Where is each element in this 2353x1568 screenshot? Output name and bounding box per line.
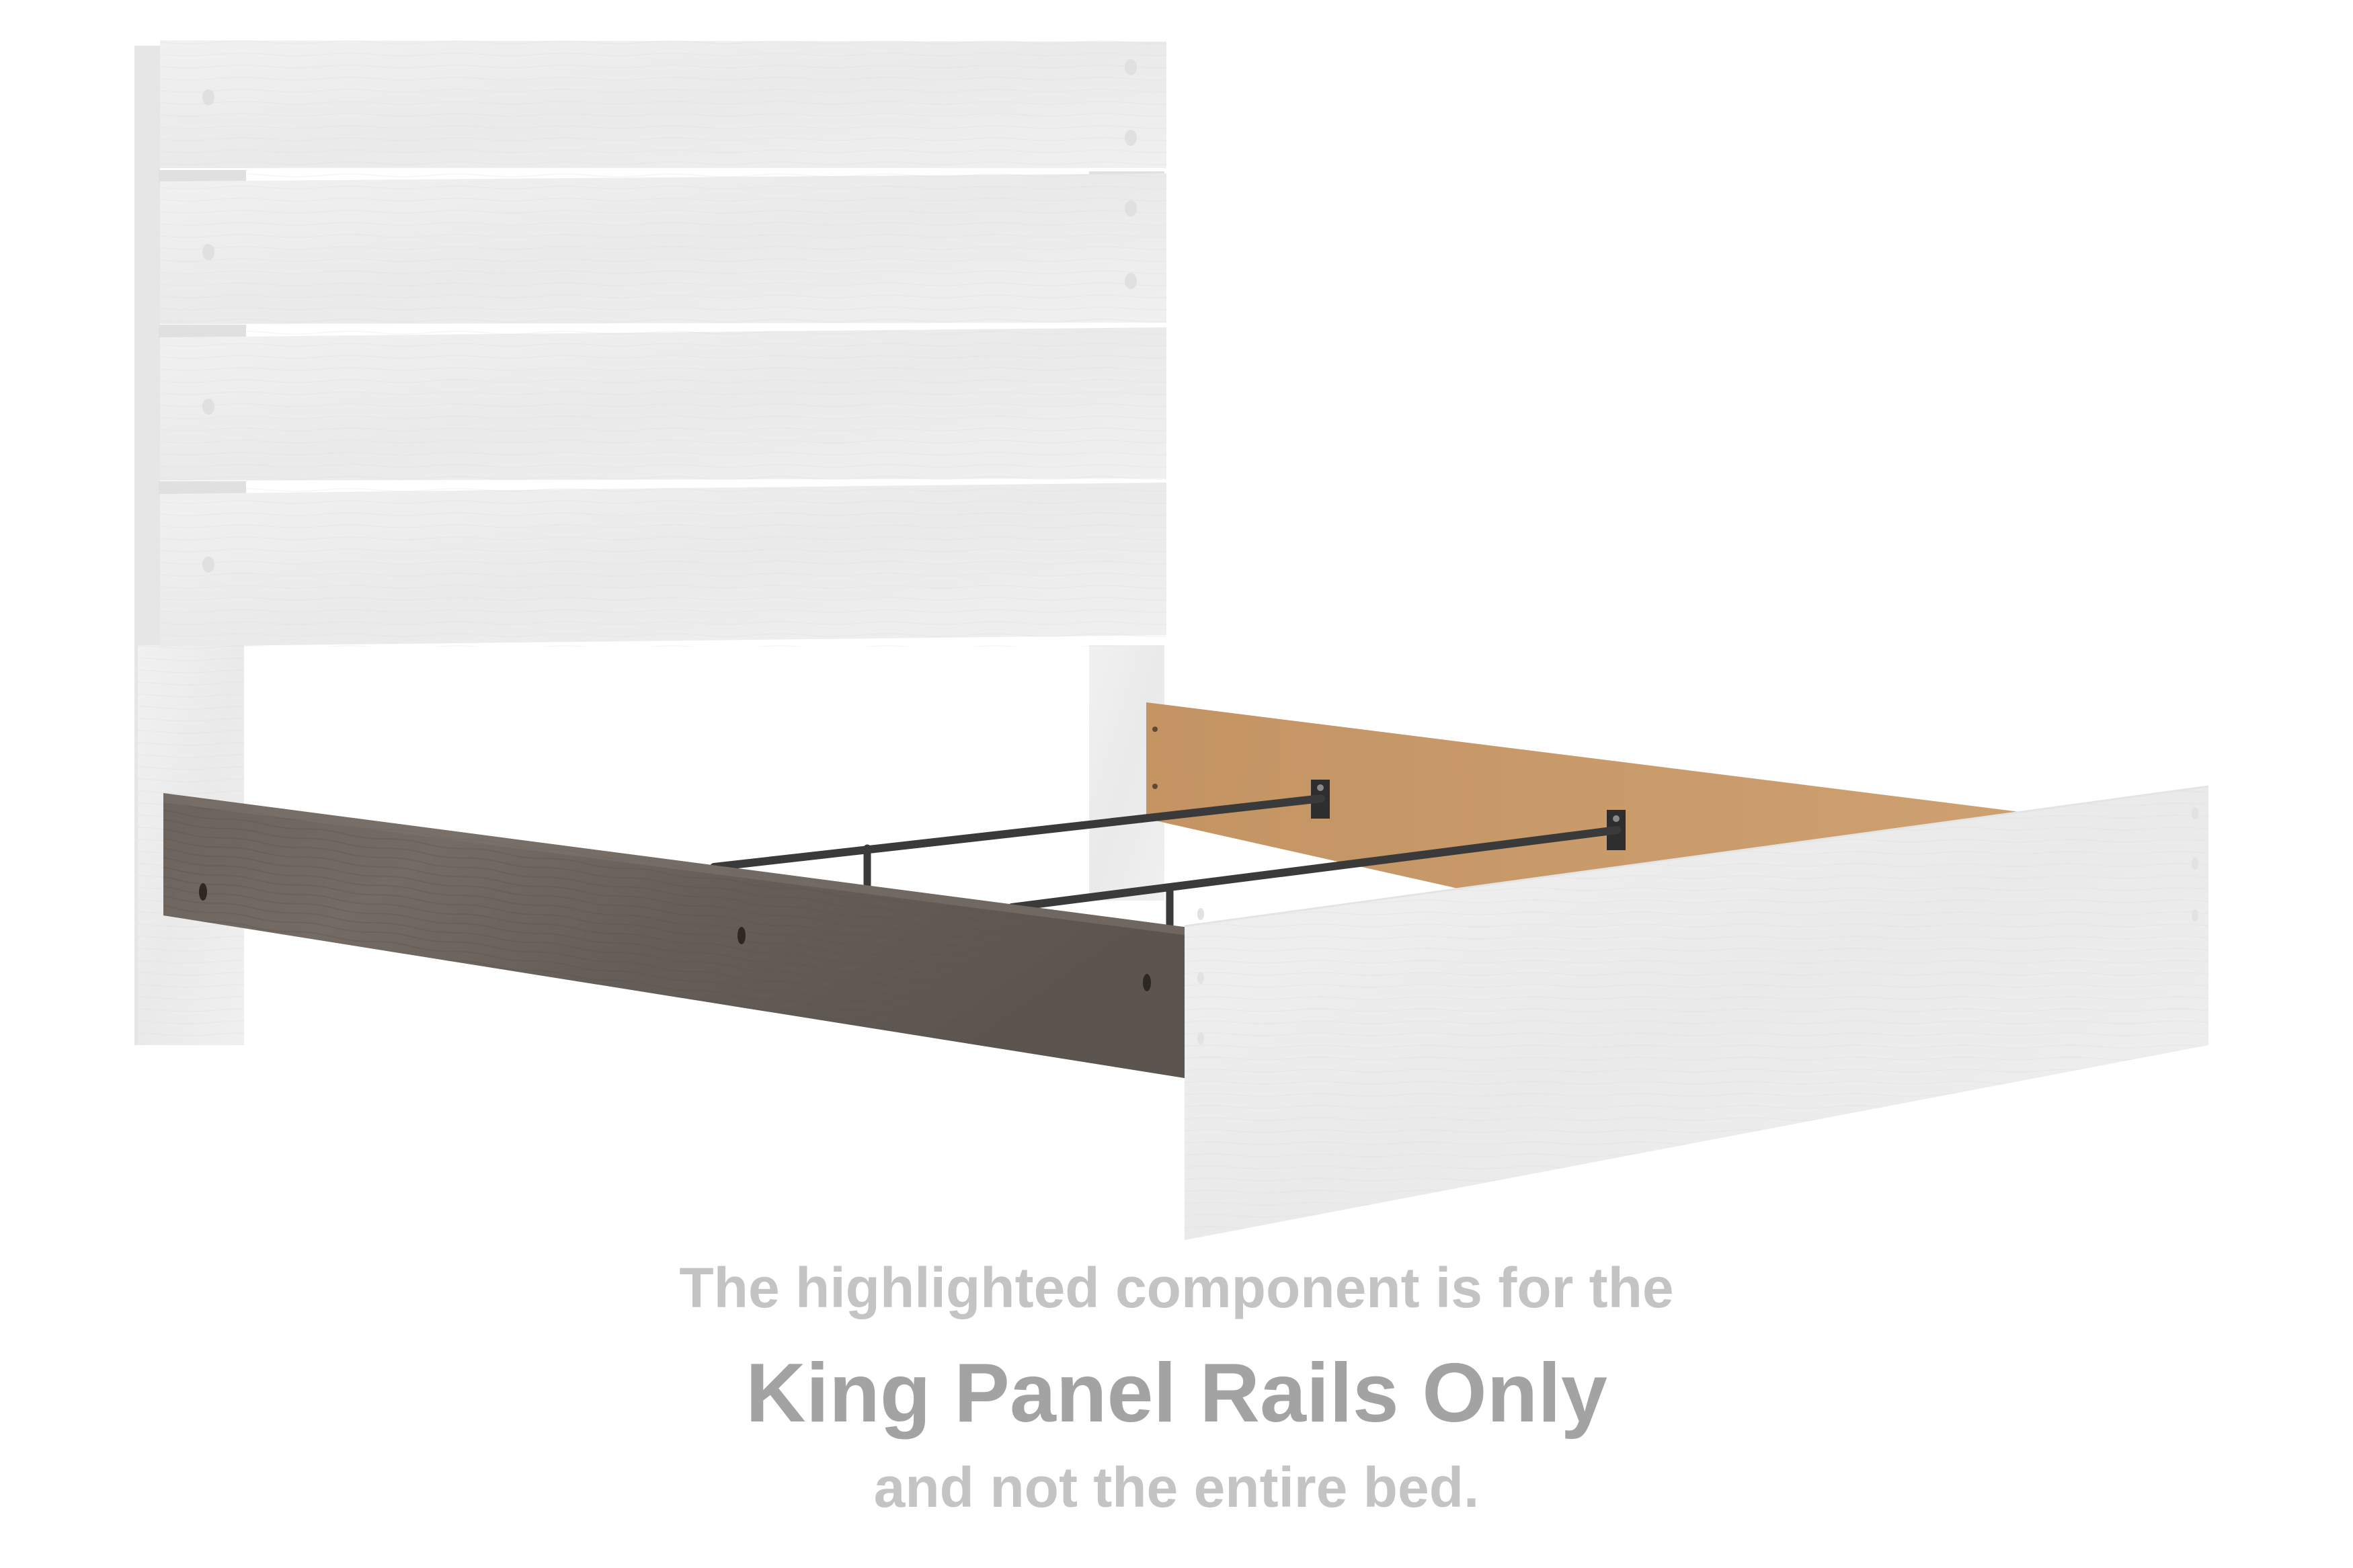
metal-support-rails (710, 780, 1626, 932)
caption-product-name: King Panel Rails Only (746, 1347, 1607, 1440)
caption-intro: The highlighted component is for the (679, 1256, 1674, 1319)
caption-disclaimer: and not the entire bed. (873, 1456, 1480, 1519)
highlighted-side-rail (163, 793, 1189, 1079)
headboard-dowels (202, 59, 1137, 573)
footboard (1184, 785, 2209, 1240)
headboard (134, 40, 1166, 1045)
